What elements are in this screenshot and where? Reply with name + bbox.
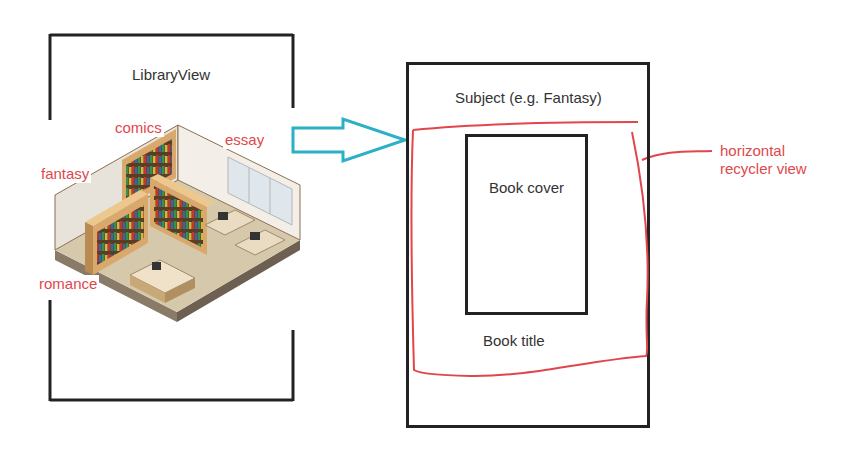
book-cover-label: Book cover [489, 179, 564, 197]
library-view-frame: LibraryView [50, 35, 293, 400]
screen-frame: Subject (e.g. Fantasy) Book title Book cov… [406, 62, 650, 428]
genre-label: fantasy [39, 165, 91, 183]
view-title: LibraryView [132, 66, 210, 84]
genre-label: comics [113, 119, 164, 137]
subject-heading: Subject (e.g. Fantasy) [455, 89, 602, 107]
genre-label: essay [223, 131, 266, 149]
genre-label: romance [37, 275, 99, 293]
leader-line [642, 151, 712, 160]
book-title: Book title [483, 332, 545, 350]
recycler-outline: Book title Book cover [410, 120, 645, 378]
callout-label: horizontal recycler view [718, 142, 832, 178]
book-cover-box: Book cover [465, 134, 588, 315]
block-arrow [293, 119, 405, 161]
